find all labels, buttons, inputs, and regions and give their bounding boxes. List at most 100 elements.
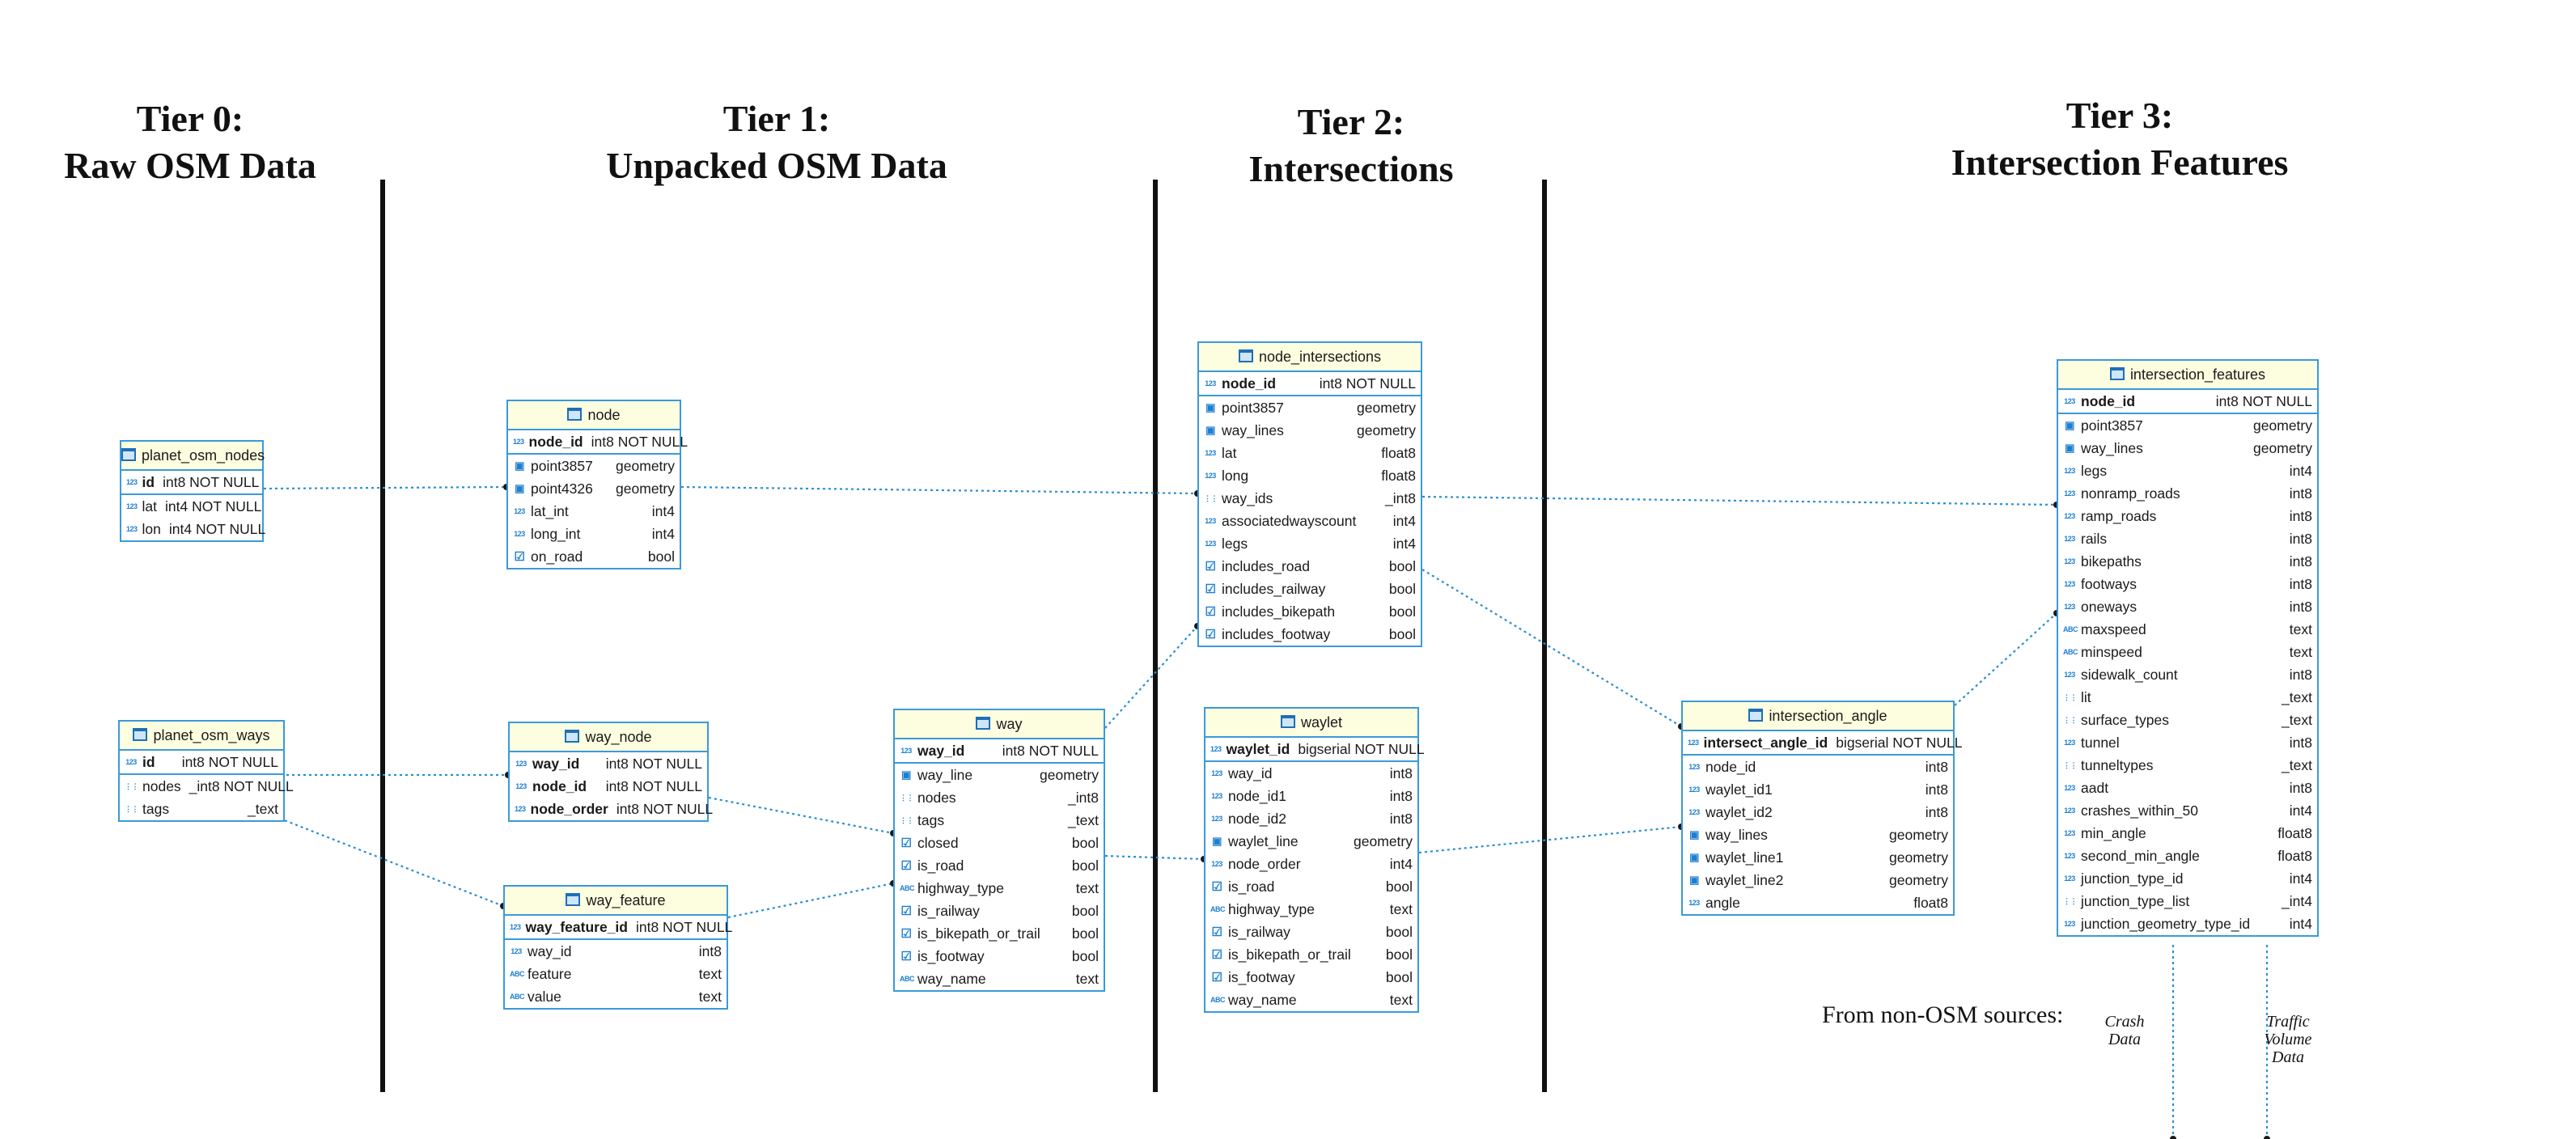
table-header[interactable]: way_node bbox=[510, 723, 707, 752]
table-header[interactable]: way bbox=[895, 710, 1104, 739]
table-header[interactable]: node bbox=[508, 401, 680, 430]
column-row[interactable]: ⋮⋮lit_text bbox=[2058, 686, 2317, 709]
table-header[interactable]: planet_osm_nodes bbox=[121, 442, 265, 471]
table-header[interactable]: way_feature bbox=[505, 887, 727, 916]
column-row[interactable]: ⋮⋮way_ids_int8 bbox=[1199, 487, 1421, 510]
table-header[interactable]: intersection_features bbox=[2058, 361, 2317, 390]
column-row[interactable]: ⋮⋮tunneltypes_text bbox=[2058, 754, 2317, 777]
table-header[interactable]: intersection_angle bbox=[1683, 702, 1953, 731]
column-row[interactable]: ⋮⋮tags_text bbox=[120, 798, 283, 820]
table-header[interactable]: node_intersections bbox=[1199, 343, 1421, 372]
column-row[interactable]: ⋮⋮nodes_int8 NOT NULL bbox=[120, 775, 294, 798]
table-header[interactable]: waylet bbox=[1205, 709, 1417, 738]
column-row[interactable]: ⋮⋮tags_text bbox=[895, 809, 1104, 832]
column-row[interactable]: ⋮⋮nodes_int8 bbox=[895, 786, 1104, 809]
column-row[interactable]: ⋮⋮surface_types_text bbox=[2058, 709, 2317, 731]
column-row[interactable]: ⋮⋮junction_type_list_int4 bbox=[2058, 890, 2317, 912]
